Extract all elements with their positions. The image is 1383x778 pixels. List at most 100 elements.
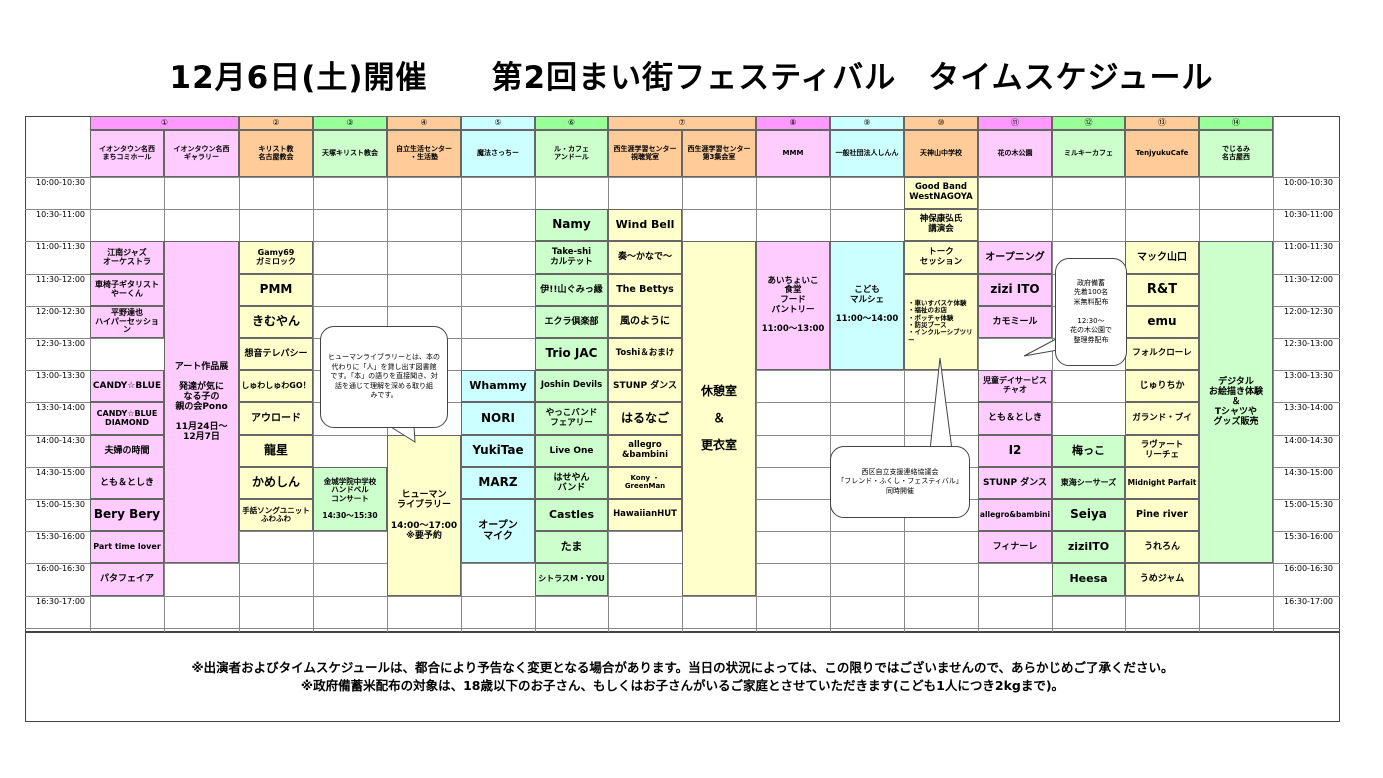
event-cell: こども マルシェ 11:00～14:00 <box>830 241 904 370</box>
time-label-left: 16:00-16:30 <box>36 564 85 573</box>
venue-name: でじるみ 名古屋西 <box>1199 130 1273 177</box>
event-cell: R&T <box>1125 274 1199 306</box>
bubble-friend-festival: 西区自立支援連絡協議会 「フレンド・ふくし・フェスティバル」 同時開催 <box>830 446 970 518</box>
time-label-left: 16:30-17:00 <box>36 597 85 606</box>
venue-name: TenjyukuCafe <box>1125 130 1199 177</box>
venue-name: 自立生活センター ・生活塾 <box>387 130 461 177</box>
event-cell: Bery Bery <box>90 499 164 531</box>
event-cell: ziziITO <box>1052 531 1125 563</box>
event-cell: Take-shi カルテット <box>535 241 608 274</box>
event-cell: あいちょいこ 食堂 フード パントリー 11:00～13:00 <box>756 241 830 370</box>
bubble-friend-festival-tail <box>929 357 953 451</box>
event-cell: Kony ・ GreenMan <box>608 467 682 499</box>
event-cell: MARZ <box>461 467 535 499</box>
event-cell: とも＆としき <box>978 402 1052 435</box>
event-cell: Toshi＆おまけ <box>608 338 682 370</box>
time-label-left: 12:00-12:30 <box>36 307 85 316</box>
event-cell: PMM <box>239 274 313 306</box>
time-label-left: 10:00-10:30 <box>36 178 85 187</box>
event-cell: フィナーレ <box>978 531 1052 563</box>
event-cell: ヒューマン ライブラリー 14:00～17:00 ※要予約 <box>387 435 461 596</box>
venue-number: ⑨ <box>830 116 904 130</box>
event-cell: フォルクローレ <box>1125 338 1199 370</box>
page-title: 12月6日(土)開催 第2回まい街フェスティバル タイムスケジュール <box>169 60 1214 96</box>
event-cell: 夫婦の時間 <box>90 435 164 467</box>
venue-name: 魔法さっちー <box>461 130 535 177</box>
event-cell: allegro &bambini <box>608 435 682 467</box>
event-cell: Good Band WestNAGOYA <box>904 177 978 209</box>
column-line <box>904 116 905 632</box>
venue-number: ① <box>90 116 239 130</box>
event-cell: STUNP ダンス <box>978 467 1052 499</box>
event-cell: 龍星 <box>239 435 313 467</box>
column-line <box>313 116 314 632</box>
venue-name: キリスト教 名古屋教会 <box>239 130 313 177</box>
time-label-left: 13:00-13:30 <box>36 371 85 380</box>
venue-number: ⑦ <box>608 116 756 130</box>
time-label-left: 11:00-11:30 <box>36 242 85 251</box>
time-label-left: 10:30-11:00 <box>36 210 85 219</box>
event-cell: Live One <box>535 435 608 467</box>
time-label-right: 15:00-15:30 <box>1284 500 1333 509</box>
venue-name: イオンタウン名西 まちコミホール <box>90 130 164 177</box>
event-cell: 休憩室 ＆ 更衣室 <box>682 241 756 596</box>
time-label-left: 14:00-14:30 <box>36 436 85 445</box>
event-cell: はせやん バンド <box>535 467 608 499</box>
notes-box: ※出演者およびタイムスケジュールは、都合により予告なく変更となる場合があります。… <box>25 632 1340 722</box>
event-cell: allegro&bambini <box>978 499 1052 531</box>
event-cell: NORI <box>461 402 535 435</box>
time-label-right: 10:30-11:00 <box>1284 210 1333 219</box>
venue-number: ⑭ <box>1199 116 1273 130</box>
venue-number: ⑪ <box>978 116 1052 130</box>
venue-number: ② <box>239 116 313 130</box>
event-cell: Midnight Parfait <box>1125 467 1199 499</box>
time-label-right: 11:30-12:00 <box>1284 275 1333 284</box>
event-cell: マック山口 <box>1125 241 1199 274</box>
event-cell: シトラスM・YOU <box>535 563 608 596</box>
venue-number: ⑧ <box>756 116 830 130</box>
time-label-right: 15:30-16:00 <box>1284 532 1333 541</box>
event-cell: たま <box>535 531 608 563</box>
venue-number: ⑥ <box>535 116 608 130</box>
event-cell: カモミール <box>978 306 1052 338</box>
event-cell: CANDY☆BLUE DIAMOND <box>90 402 164 435</box>
time-label-right: 14:30-15:00 <box>1284 468 1333 477</box>
time-label-right: 12:30-13:00 <box>1284 339 1333 348</box>
event-cell: emu <box>1125 306 1199 338</box>
event-cell: The Bettys <box>608 274 682 306</box>
time-label-right: 14:00-14:30 <box>1284 436 1333 445</box>
event-cell: 平野達也 ハイパーセッション <box>90 306 164 338</box>
event-cell: 江南ジャズ オーケストラ <box>90 241 164 274</box>
column-line <box>1052 116 1053 632</box>
event-cell: 梅っこ <box>1052 435 1125 467</box>
venue-name: 西生涯学習センター 視聴覚室 <box>608 130 682 177</box>
event-cell: きむやん <box>239 306 313 338</box>
venue-number: ⑫ <box>1052 116 1125 130</box>
time-label-left: 13:30-14:00 <box>36 403 85 412</box>
event-cell: アウロード <box>239 402 313 435</box>
event-cell: HawaiianHUT <box>608 499 682 531</box>
venue-number: ⑩ <box>904 116 978 130</box>
time-label-right: 12:00-12:30 <box>1284 307 1333 316</box>
event-cell: Pine river <box>1125 499 1199 531</box>
event-cell: CANDY☆BLUE <box>90 370 164 402</box>
event-cell: はるなご <box>608 402 682 435</box>
venue-number: ⑤ <box>461 116 535 130</box>
time-label-left: 14:30-15:00 <box>36 468 85 477</box>
note-line: ※政府備蓄米配布の対象は、18歳以下のお子さん、もしくはお子さんがいるご家庭とさ… <box>300 678 1065 693</box>
event-cell: 伊!!山ぐみっ縁 <box>535 274 608 306</box>
event-cell: Whammy <box>461 370 535 402</box>
time-label-left: 15:30-16:00 <box>36 532 85 541</box>
venue-number: ④ <box>387 116 461 130</box>
event-cell: うれろん <box>1125 531 1199 563</box>
time-label-left: 11:30-12:00 <box>36 275 85 284</box>
time-label-left: 15:00-15:30 <box>36 500 85 509</box>
event-cell: じゅりちか <box>1125 370 1199 402</box>
time-label-right: 16:00-16:30 <box>1284 564 1333 573</box>
event-cell: Joshin Devils <box>535 370 608 402</box>
venue-number: ⑬ <box>1125 116 1199 130</box>
event-cell: アート作品展 発達が気に なる子の 親の会Pono 11月24日～ 12月7日 <box>164 241 239 563</box>
event-cell: 風のように <box>608 306 682 338</box>
time-label-left: 12:30-13:00 <box>36 339 85 348</box>
